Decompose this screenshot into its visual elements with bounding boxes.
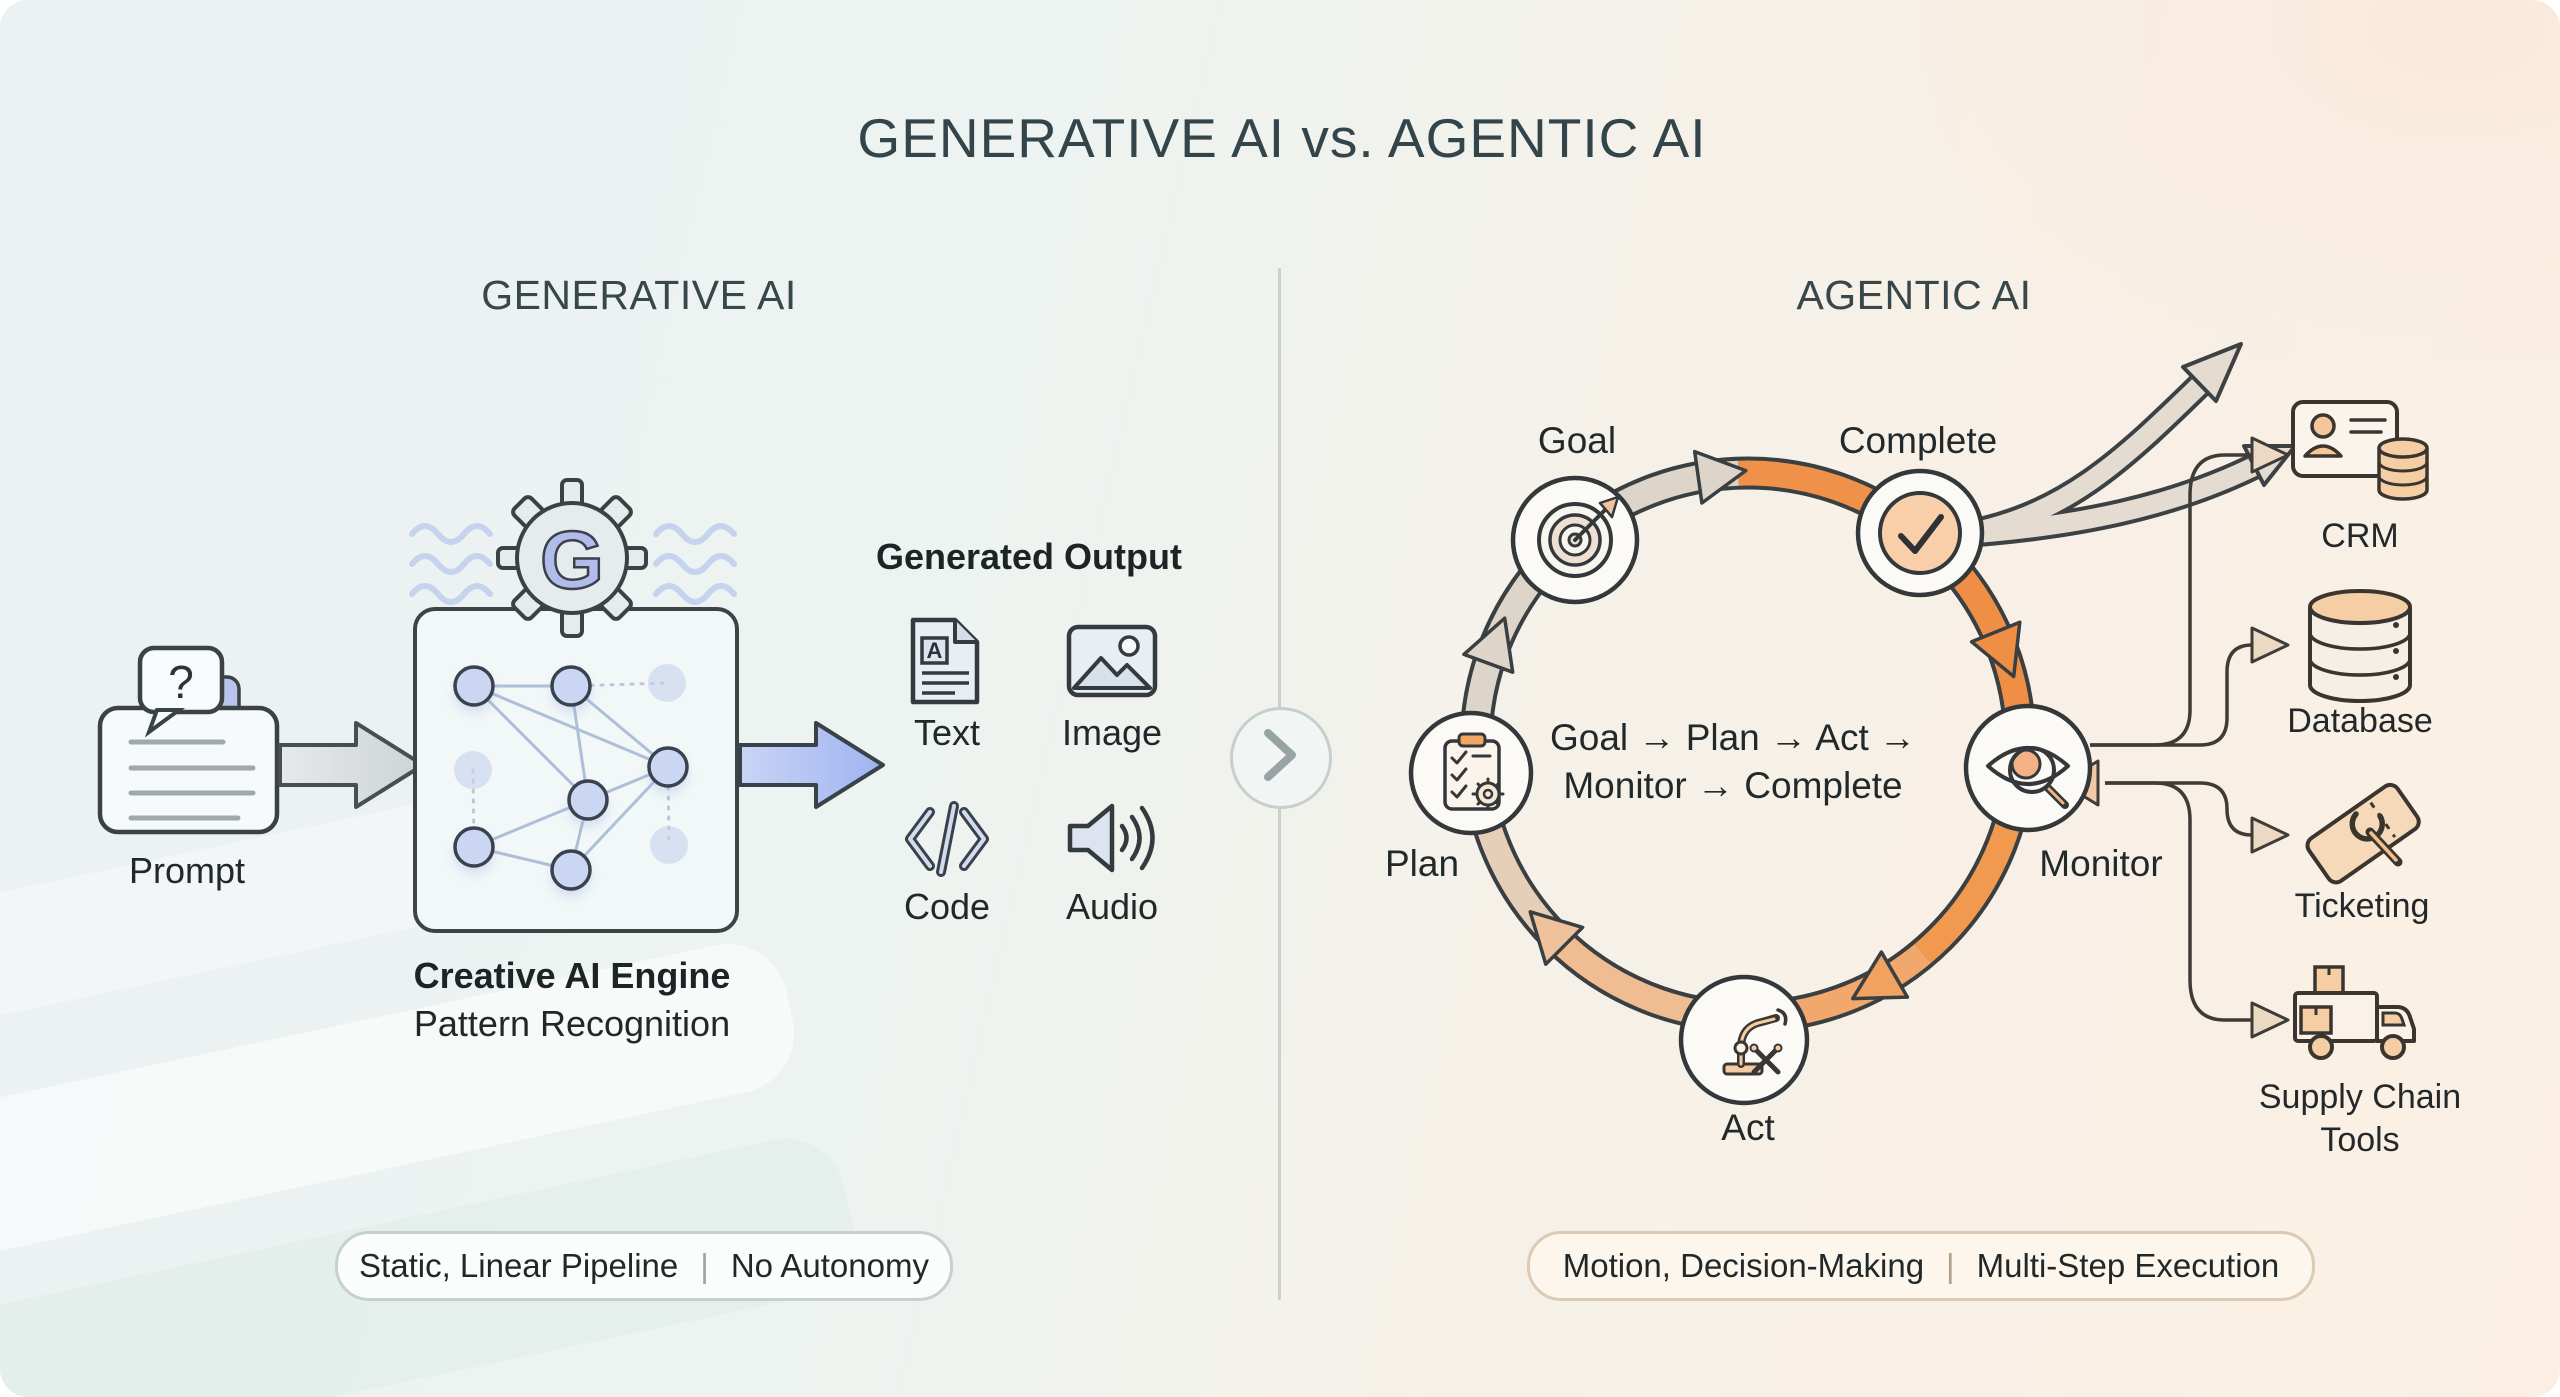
cycle-label-complete: Complete: [1838, 420, 1998, 461]
audio-output-icon: [1067, 803, 1155, 873]
chevron-right-icon: [1264, 729, 1296, 781]
gear-mini-icon: [1471, 777, 1505, 811]
cycle-center-line2: Monitor → Complete: [1563, 765, 1903, 806]
divider-chevron-badge: [1230, 707, 1332, 809]
generative-summary-pill: Static, Linear Pipeline | No Autonomy: [335, 1231, 953, 1301]
generative-heading: GENERATIVE AI: [481, 272, 797, 318]
cycle-label-goal: Goal: [1537, 420, 1617, 461]
ticketing-icon: [2305, 782, 2421, 885]
cycle-label-act: Act: [1721, 1107, 1775, 1148]
pill-text-left: Static, Linear Pipeline: [359, 1247, 679, 1284]
waves-left-icon: [409, 523, 493, 605]
engine-title: Creative AI Engine: [413, 955, 731, 996]
tool-label-crm: CRM: [2321, 517, 2399, 555]
robot-arm-icon: [1722, 1008, 1788, 1076]
pill-text-left: Motion, Decision-Making: [1562, 1247, 1925, 1284]
question-mark: ?: [168, 656, 194, 708]
prompt-label: Prompt: [128, 850, 246, 891]
pill-separator: |: [1946, 1247, 1955, 1284]
tool-label-ticketing: Ticketing: [2294, 887, 2430, 925]
wrench-icon: [2349, 811, 2403, 867]
code-output-icon: [905, 801, 989, 877]
target-icon: [1537, 495, 1620, 578]
supply-chain-icon: [2293, 965, 2416, 1060]
clipboard-icon: [1443, 732, 1505, 811]
neural-network-icon: [453, 664, 689, 897]
pill-separator: |: [700, 1247, 709, 1284]
pill-text-right: No Autonomy: [730, 1247, 929, 1284]
tool-label-supply: Supply Chain Tools: [2258, 1078, 2462, 1159]
output-label-audio: Audio: [1065, 886, 1159, 927]
agentic-summary-pill: Motion, Decision-Making | Multi-Step Exe…: [1527, 1231, 2315, 1301]
agentic-heading: AGENTIC AI: [1796, 272, 2032, 318]
crm-icon: [2291, 400, 2429, 501]
text-output-icon: A: [910, 617, 980, 705]
image-output-icon: [1066, 624, 1158, 698]
output-label-image: Image: [1061, 712, 1163, 753]
prompt-icon: ?: [97, 645, 280, 835]
output-label-text: Text: [913, 712, 981, 753]
text-glyph: A: [927, 638, 943, 663]
tool-label-database: Database: [2287, 702, 2433, 740]
cycle-label-plan: Plan: [1384, 843, 1460, 884]
waves-right-icon: [653, 523, 737, 605]
cycle-center-line1: Goal → Plan → Act →: [1549, 717, 1917, 758]
check-icon: [1878, 491, 1962, 575]
database-icon: [2308, 589, 2412, 703]
pill-text-right: Multi-Step Execution: [1976, 1247, 2280, 1284]
engine-subtitle: Pattern Recognition: [413, 1003, 731, 1044]
complete-fork-arrows: [1954, 342, 2297, 549]
eye-magnifier-icon: [1986, 746, 2070, 809]
gear-g-icon: G: [496, 478, 648, 638]
arrow-right-blue-icon: [738, 721, 885, 809]
output-label-code: Code: [903, 886, 991, 927]
engine-letter: G: [540, 515, 604, 606]
page-title: GENERATIVE AI vs. AGENTIC AI: [857, 107, 1707, 169]
output-heading: Generated Output: [875, 536, 1183, 577]
agentic-cycle: [1408, 449, 2093, 1106]
cycle-label-monitor: Monitor: [2039, 843, 2163, 884]
arrow-right-icon: [278, 721, 425, 809]
